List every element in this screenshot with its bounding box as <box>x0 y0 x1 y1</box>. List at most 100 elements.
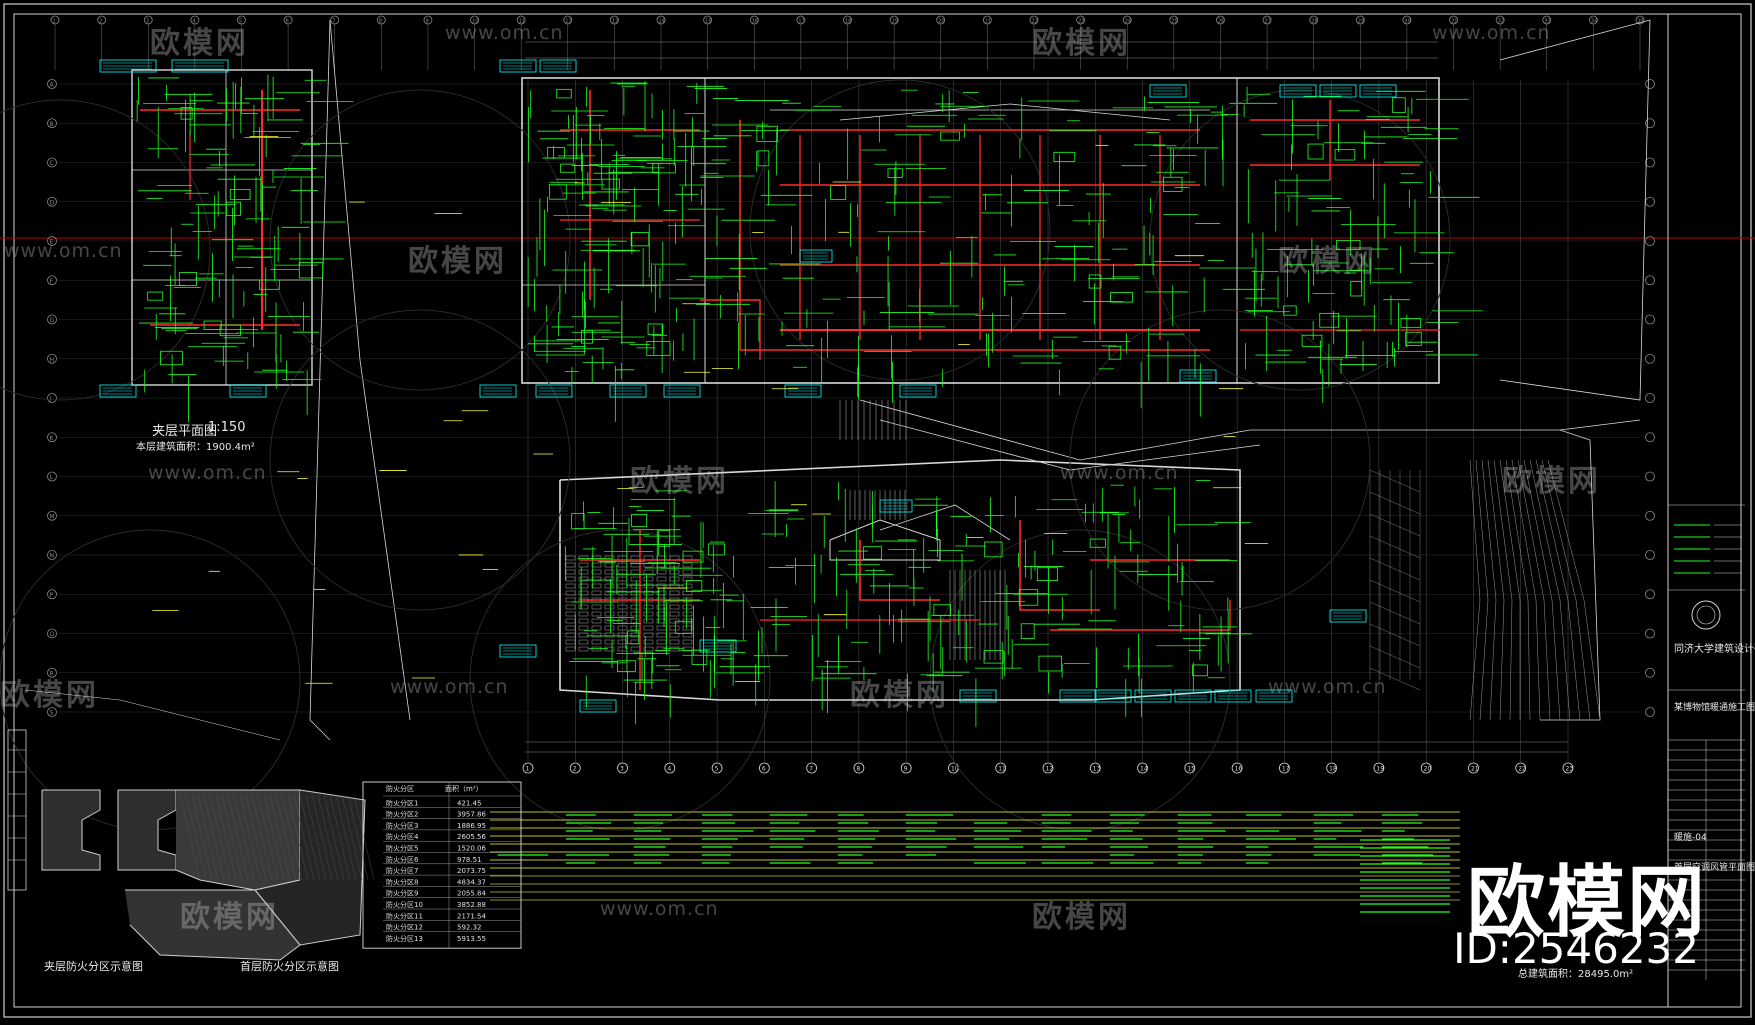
seat <box>591 604 602 610</box>
grid-label: 23 <box>1078 19 1084 25</box>
seat <box>578 625 589 631</box>
grid-label: 35 <box>1638 19 1644 25</box>
terminal-unit <box>581 329 593 344</box>
equipment-tag <box>539 59 577 73</box>
seat <box>617 611 628 617</box>
seat <box>669 604 680 610</box>
table-zone-name: 防火分区6 <box>386 855 419 864</box>
institute-name: 同济大学建筑设计研究院 <box>1674 644 1755 655</box>
equipment-tag <box>1094 689 1132 703</box>
zone-hatch <box>275 794 297 881</box>
zone-hatch <box>281 794 303 881</box>
seat <box>630 625 641 631</box>
stair-arc <box>1475 459 1489 721</box>
zone-hatch <box>251 794 273 881</box>
seat <box>617 632 628 638</box>
seat <box>565 604 576 610</box>
seat <box>669 590 680 596</box>
mezzanine-outline <box>131 69 313 386</box>
seat <box>630 604 641 610</box>
seat <box>591 639 602 645</box>
seat <box>565 555 576 561</box>
grid-label: 2 <box>99 19 102 25</box>
zone-hatch <box>245 794 267 881</box>
grid-label: 9 <box>425 19 428 25</box>
table-header: 面积（m²） <box>445 784 483 793</box>
seat <box>656 646 667 652</box>
stair-arc <box>1469 459 1481 721</box>
table-zone-name: 防火分区2 <box>386 810 418 819</box>
site-edge <box>329 19 411 721</box>
air-duct <box>1050 600 1231 631</box>
inner-border <box>13 13 1742 1008</box>
seat <box>604 618 615 624</box>
grid-label: J <box>49 396 52 403</box>
seat <box>617 639 628 645</box>
total-area-note: 总建筑面积：28495.0m² <box>1518 969 1634 980</box>
terminal-unit <box>147 291 164 301</box>
terminal-unit <box>940 131 960 141</box>
grid-label: 12 <box>565 19 571 25</box>
terminal-unit <box>887 168 903 179</box>
terminal-unit <box>630 232 650 247</box>
grid-bubble <box>758 762 770 774</box>
wall <box>879 504 1011 541</box>
stair-arc <box>1511 459 1541 721</box>
air-duct <box>859 540 940 601</box>
equipment-tag <box>899 384 937 398</box>
zone-hatch <box>347 794 369 881</box>
seat <box>656 576 667 582</box>
seat <box>643 611 654 617</box>
grid-label: 7 <box>809 766 813 773</box>
grid-label: 14 <box>659 19 665 25</box>
terminal-unit <box>757 150 770 167</box>
terminal-unit <box>1110 292 1133 303</box>
stair-arc <box>1535 459 1581 721</box>
seat <box>578 611 589 617</box>
grid-label: 5 <box>239 19 242 25</box>
curved-wall <box>839 103 1171 121</box>
grid-label: 8 <box>856 766 860 773</box>
table-zone-name: 防火分区11 <box>386 911 423 920</box>
equipment-schedule <box>490 811 1460 913</box>
seat <box>669 583 680 589</box>
grid-bubble <box>47 471 57 482</box>
equipment-tag <box>579 699 617 713</box>
stair-arc <box>1529 459 1571 721</box>
terminal-unit <box>707 543 725 556</box>
seat <box>604 562 615 568</box>
table-zone-name: 防火分区5 <box>386 844 418 853</box>
terminal-unit <box>1307 143 1324 160</box>
grid-label: 13 <box>612 19 618 25</box>
grid-label: 22 <box>1031 19 1037 25</box>
grid-bubble <box>47 707 57 717</box>
zone-hatch <box>293 794 315 881</box>
grid-bubble <box>995 762 1007 774</box>
grid-label: 18 <box>1329 766 1337 773</box>
grid-bubble <box>1645 667 1655 678</box>
seat <box>604 576 615 582</box>
building-walls <box>0 19 1651 831</box>
site-edge <box>309 19 331 741</box>
equipment-tag <box>1214 689 1252 703</box>
zone-hatch <box>191 794 213 881</box>
grid-label: 29 <box>1358 19 1364 25</box>
terminal-unit <box>983 650 1004 664</box>
grid-bubble <box>47 275 57 286</box>
grid-label: P <box>50 592 54 599</box>
seat <box>591 590 602 596</box>
grid-bubble <box>47 628 57 639</box>
terminal-unit <box>1018 589 1039 606</box>
table-zone-name: 防火分区1 <box>386 798 418 807</box>
zone-hatch <box>239 794 261 881</box>
equipment-tag <box>1059 689 1097 703</box>
grid-label: E <box>50 239 54 246</box>
equipment-tag <box>1329 609 1367 623</box>
seat <box>656 569 667 575</box>
stair-arc <box>1523 459 1561 721</box>
grid-bubble <box>853 762 865 774</box>
stair-arc <box>1505 459 1531 721</box>
stair-arc <box>1493 459 1513 721</box>
grid-bubble <box>1042 762 1054 774</box>
grid-label: 10 <box>951 766 959 773</box>
